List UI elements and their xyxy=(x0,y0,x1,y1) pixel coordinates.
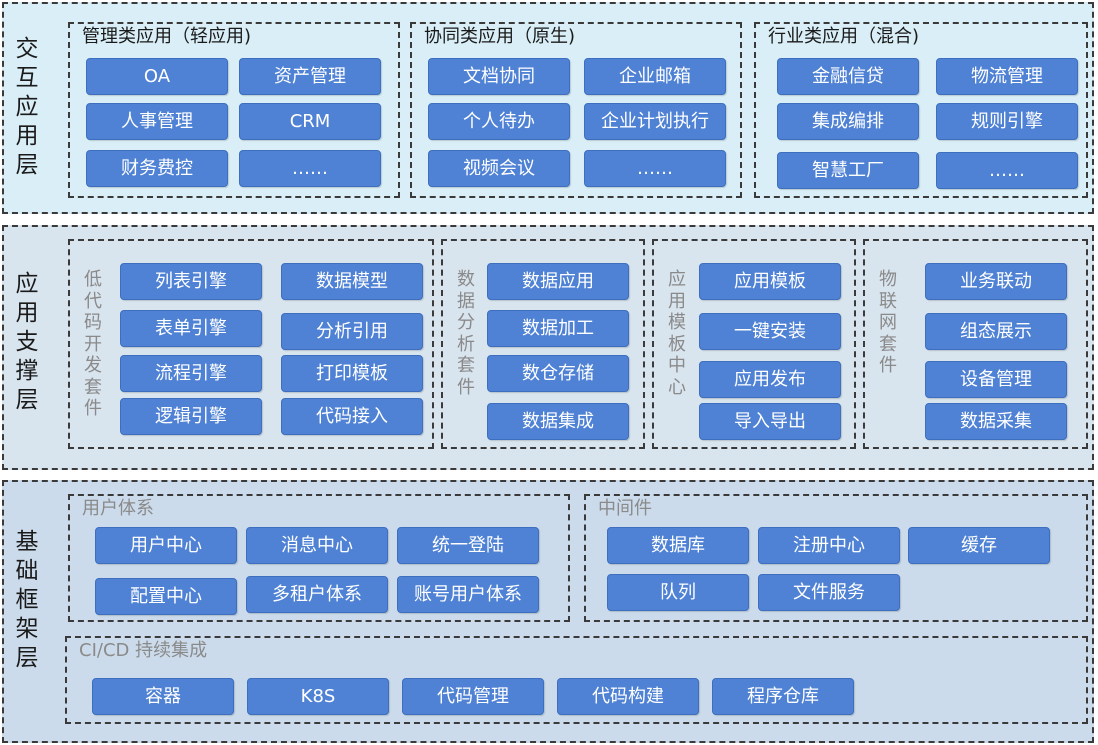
group-lowcode-suite: 低代码开发套件 列表引擎 数据模型 表单引擎 分析引用 流程引擎 打印模板 逻辑… xyxy=(68,239,434,449)
service-box[interactable]: 配置中心 xyxy=(95,578,237,615)
app-box[interactable]: 个人待办 xyxy=(428,103,570,140)
app-box[interactable]: 企业邮箱 xyxy=(584,58,726,95)
service-box[interactable]: K8S xyxy=(247,678,389,715)
module-box[interactable]: 业务联动 xyxy=(925,263,1067,300)
support-layer: 应用支撑层 低代码开发套件 列表引擎 数据模型 表单引擎 分析引用 流程引擎 打… xyxy=(2,225,1094,470)
group-title: 管理类应用（轻应用) xyxy=(82,26,252,47)
service-box[interactable]: 注册中心 xyxy=(758,527,900,564)
app-box[interactable]: 财务费控 xyxy=(86,150,228,187)
group-title: 中间件 xyxy=(598,498,652,519)
service-box[interactable]: 消息中心 xyxy=(246,527,388,564)
service-box[interactable]: 程序仓库 xyxy=(712,678,854,715)
group-management-apps: 管理类应用（轻应用) OA 资产管理 人事管理 CRM 财务费控 …… xyxy=(68,22,400,198)
module-box[interactable]: 数据加工 xyxy=(487,310,629,347)
service-box[interactable]: 数据库 xyxy=(607,527,749,564)
app-box[interactable]: 物流管理 xyxy=(936,58,1078,95)
module-box[interactable]: 设备管理 xyxy=(925,361,1067,398)
module-box[interactable]: 数据采集 xyxy=(925,403,1067,440)
group-middleware: 中间件 数据库 注册中心 缓存 队列 文件服务 xyxy=(584,494,1088,622)
module-box[interactable]: 数据集成 xyxy=(487,403,629,440)
module-box[interactable]: 逻辑引擎 xyxy=(120,398,262,435)
module-box[interactable]: 一键安装 xyxy=(699,313,841,350)
module-box[interactable]: 应用发布 xyxy=(699,361,841,398)
module-box[interactable]: 数仓存储 xyxy=(487,355,629,392)
app-box-more[interactable]: …… xyxy=(584,150,726,187)
app-box[interactable]: 文档协同 xyxy=(428,58,570,95)
service-box[interactable]: 代码管理 xyxy=(402,678,544,715)
app-box[interactable]: 资产管理 xyxy=(239,58,381,95)
module-box[interactable]: 导入导出 xyxy=(699,403,841,440)
layer-title-framework: 基础框架层 xyxy=(15,529,39,671)
service-box[interactable]: 用户中心 xyxy=(95,527,237,564)
group-title-vertical: 低代码开发套件 xyxy=(84,269,102,419)
framework-layer: 基础框架层 用户体系 用户中心 消息中心 统一登陆 配置中心 多租户体系 账号用… xyxy=(2,480,1094,743)
module-box[interactable]: 组态展示 xyxy=(925,313,1067,350)
group-title: 协同类应用（原生) xyxy=(424,26,576,47)
service-box[interactable]: 代码构建 xyxy=(557,678,699,715)
group-title-vertical: 应用模板中心 xyxy=(668,269,686,398)
group-title: CI/CD 持续集成 xyxy=(79,640,208,661)
layer-title-support: 应用支撑层 xyxy=(15,271,39,413)
app-box[interactable]: 金融信贷 xyxy=(777,58,919,95)
service-box[interactable]: 多租户体系 xyxy=(246,576,388,613)
app-box-more[interactable]: …… xyxy=(239,150,381,187)
group-cicd: CI/CD 持续集成 容器 K8S 代码管理 代码构建 程序仓库 xyxy=(65,636,1088,724)
app-box[interactable]: 企业计划执行 xyxy=(584,103,726,140)
module-box[interactable]: 表单引擎 xyxy=(120,310,262,347)
group-industry-apps: 行业类应用（混合) 金融信贷 物流管理 集成编排 规则引擎 智慧工厂 …… xyxy=(754,22,1088,198)
group-user-system: 用户体系 用户中心 消息中心 统一登陆 配置中心 多租户体系 账号用户体系 xyxy=(68,494,570,622)
group-iot-suite: 物联网套件 业务联动 组态展示 设备管理 数据采集 xyxy=(863,239,1088,449)
app-box[interactable]: CRM xyxy=(239,103,381,140)
app-box[interactable]: 视频会议 xyxy=(428,150,570,187)
group-title: 行业类应用（混合) xyxy=(768,26,920,47)
layer-title-interaction: 交互应用层 xyxy=(15,36,39,178)
group-analytics-suite: 数据分析套件 数据应用 数据加工 数仓存储 数据集成 xyxy=(441,239,645,449)
service-box[interactable]: 队列 xyxy=(607,574,749,611)
app-box[interactable]: 规则引擎 xyxy=(936,103,1078,140)
service-box[interactable]: 统一登陆 xyxy=(397,527,539,564)
app-box[interactable]: OA xyxy=(86,58,228,95)
group-template-center: 应用模板中心 应用模板 一键安装 应用发布 导入导出 xyxy=(652,239,856,449)
service-box[interactable]: 文件服务 xyxy=(758,574,900,611)
interaction-layer: 交互应用层 管理类应用（轻应用) OA 资产管理 人事管理 CRM 财务费控 …… xyxy=(2,2,1094,214)
module-box[interactable]: 分析引用 xyxy=(281,313,423,350)
module-box[interactable]: 流程引擎 xyxy=(120,355,262,392)
group-title: 用户体系 xyxy=(82,498,154,519)
group-collaboration-apps: 协同类应用（原生) 文档协同 企业邮箱 个人待办 企业计划执行 视频会议 …… xyxy=(410,22,742,198)
app-box[interactable]: 智慧工厂 xyxy=(777,152,919,189)
app-box-more[interactable]: …… xyxy=(936,152,1078,189)
group-title-vertical: 数据分析套件 xyxy=(457,269,475,398)
service-box[interactable]: 容器 xyxy=(92,678,234,715)
module-box[interactable]: 打印模板 xyxy=(281,355,423,392)
module-box[interactable]: 列表引擎 xyxy=(120,263,262,300)
module-box[interactable]: 数据应用 xyxy=(487,263,629,300)
module-box[interactable]: 数据模型 xyxy=(281,263,423,300)
module-box[interactable]: 应用模板 xyxy=(699,263,841,300)
module-box[interactable]: 代码接入 xyxy=(281,398,423,435)
service-box[interactable]: 账号用户体系 xyxy=(397,576,539,613)
app-box[interactable]: 集成编排 xyxy=(777,103,919,140)
group-title-vertical: 物联网套件 xyxy=(879,269,897,376)
service-box[interactable]: 缓存 xyxy=(908,527,1050,564)
app-box[interactable]: 人事管理 xyxy=(86,103,228,140)
